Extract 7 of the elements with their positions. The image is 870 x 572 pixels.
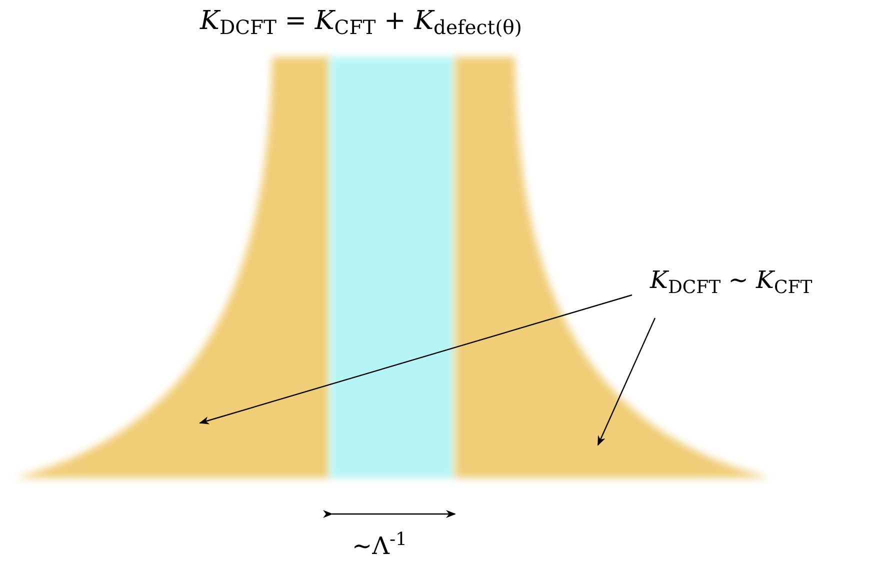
region-band (330, 57, 455, 478)
region-band (15, 57, 330, 478)
leader-line (199, 294, 632, 424)
leader-line (597, 318, 656, 446)
annotation-text: K$_{DCFT}$ ∼ K$_{CFT}$ (650, 262, 812, 298)
dimension-label: ∼Λ$^{-1}$ (352, 528, 407, 562)
title: K$_{DCFT}$ = K$_{CFT}$ + K$_{defect(θ)}$ (200, 5, 524, 41)
